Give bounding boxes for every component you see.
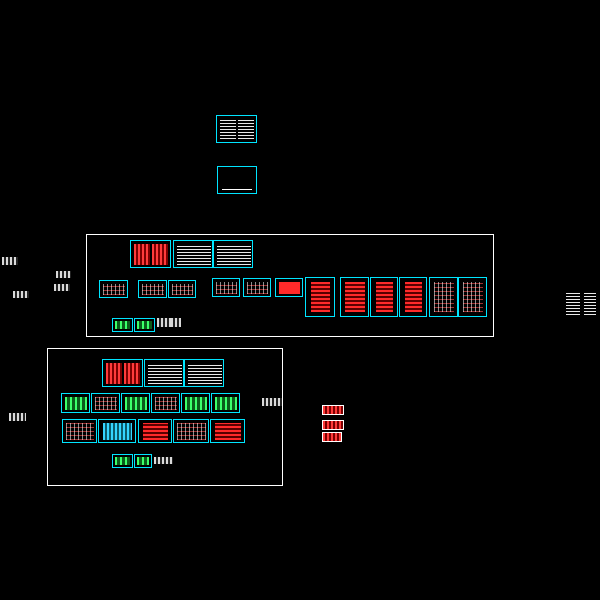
detail-drawing (137, 321, 152, 329)
color-plan-sheet[interactable] (91, 393, 120, 413)
floor-plan-drawing (134, 244, 150, 265)
color-plan-drawing (65, 397, 87, 410)
color-plan-drawing (215, 397, 237, 410)
plan-drawing (142, 284, 164, 295)
color-plan-sheet[interactable] (151, 393, 180, 413)
plan-sheet-red[interactable] (130, 240, 171, 268)
color-plan-drawing (95, 397, 117, 410)
elevation-sheet[interactable] (370, 277, 398, 317)
elevation-sheet-white[interactable] (173, 419, 209, 443)
notes-sheet[interactable] (213, 240, 253, 268)
stray-annotation-block (262, 398, 282, 406)
color-plan-drawing (185, 397, 207, 410)
stray-annotation-block (54, 284, 70, 291)
small-plan-sheet[interactable] (99, 280, 128, 298)
roof-plan-sheet[interactable] (275, 278, 303, 297)
stray-annotation-block (2, 257, 18, 265)
small-plan-sheet[interactable] (243, 278, 271, 297)
floor-plan-drawing (152, 244, 168, 265)
stray-annotation-block (56, 271, 71, 278)
color-plan-sheet[interactable] (61, 393, 90, 413)
title-block-line (222, 189, 252, 190)
floor-plan-drawing (106, 363, 122, 384)
floor-plan-drawing (124, 363, 140, 384)
plan-drawing (216, 282, 237, 294)
color-plan-drawing (155, 397, 177, 410)
lower-drawing-set-frame[interactable] (47, 348, 283, 486)
section-detail-block (322, 405, 344, 415)
notes-text-block (217, 244, 251, 265)
elevation-sheet[interactable] (138, 419, 172, 443)
detail-drawing (137, 457, 149, 465)
section-detail-block (322, 420, 344, 430)
notes-text-block (177, 244, 211, 265)
stray-annotation-block (13, 291, 29, 298)
plan-drawing (103, 284, 125, 295)
detail-annotation (154, 457, 173, 464)
notes-text-block (188, 363, 222, 384)
elevation-sheet-cyan[interactable] (98, 419, 136, 443)
plan-drawing (172, 284, 193, 295)
elevation-drawing (311, 282, 330, 312)
elevation-drawing (215, 423, 241, 440)
roof-plan-drawing (279, 282, 300, 294)
color-plan-sheet[interactable] (181, 393, 210, 413)
upper-drawing-set-frame[interactable] (86, 234, 494, 337)
elevation-drawing (103, 423, 132, 440)
color-plan-sheet[interactable] (211, 393, 240, 413)
notes-text-block (238, 119, 254, 139)
elevation-drawing (177, 423, 206, 440)
plan-drawing (247, 282, 268, 294)
detail-drawing (115, 321, 130, 329)
elevation-sheet[interactable] (340, 277, 369, 317)
elevation-drawing (143, 423, 168, 440)
stray-notes-block (584, 293, 596, 315)
elevation-drawing (463, 282, 483, 312)
color-plan-drawing (125, 397, 147, 410)
detail-drawing (115, 457, 130, 465)
elevation-sheet[interactable] (305, 277, 335, 317)
section-detail-block (322, 432, 342, 442)
detail-sheet[interactable] (134, 318, 155, 332)
notes-sheet[interactable] (184, 359, 224, 387)
elevation-sheet-white[interactable] (62, 419, 97, 443)
notes-sheet[interactable] (144, 359, 184, 387)
detail-sheet[interactable] (134, 454, 152, 468)
small-plan-sheet[interactable] (168, 280, 196, 298)
detail-sheet[interactable] (112, 454, 133, 468)
stray-annotation-block (9, 413, 26, 421)
small-plan-sheet[interactable] (212, 278, 240, 297)
elevation-sheet[interactable] (210, 419, 245, 443)
notes-text-block (148, 363, 182, 384)
color-plan-sheet[interactable] (121, 393, 150, 413)
elevation-sheet[interactable] (399, 277, 427, 317)
cover-text-sheet[interactable] (216, 115, 257, 143)
plan-sheet-red[interactable] (102, 359, 143, 387)
small-plan-sheet[interactable] (138, 280, 167, 298)
elevation-drawing (345, 282, 365, 312)
detail-annotation (157, 318, 171, 327)
elevation-drawing (434, 282, 454, 312)
elevation-drawing (66, 423, 94, 440)
elevation-drawing (405, 282, 422, 312)
notes-sheet[interactable] (173, 240, 213, 268)
stray-notes-block (566, 293, 580, 315)
elevation-sheet-white[interactable] (429, 277, 458, 317)
notes-text-block (220, 119, 236, 139)
detail-annotation (171, 318, 181, 327)
blank-title-sheet[interactable] (217, 166, 257, 194)
detail-sheet[interactable] (112, 318, 133, 332)
elevation-sheet-white[interactable] (458, 277, 487, 317)
elevation-drawing (376, 282, 393, 312)
